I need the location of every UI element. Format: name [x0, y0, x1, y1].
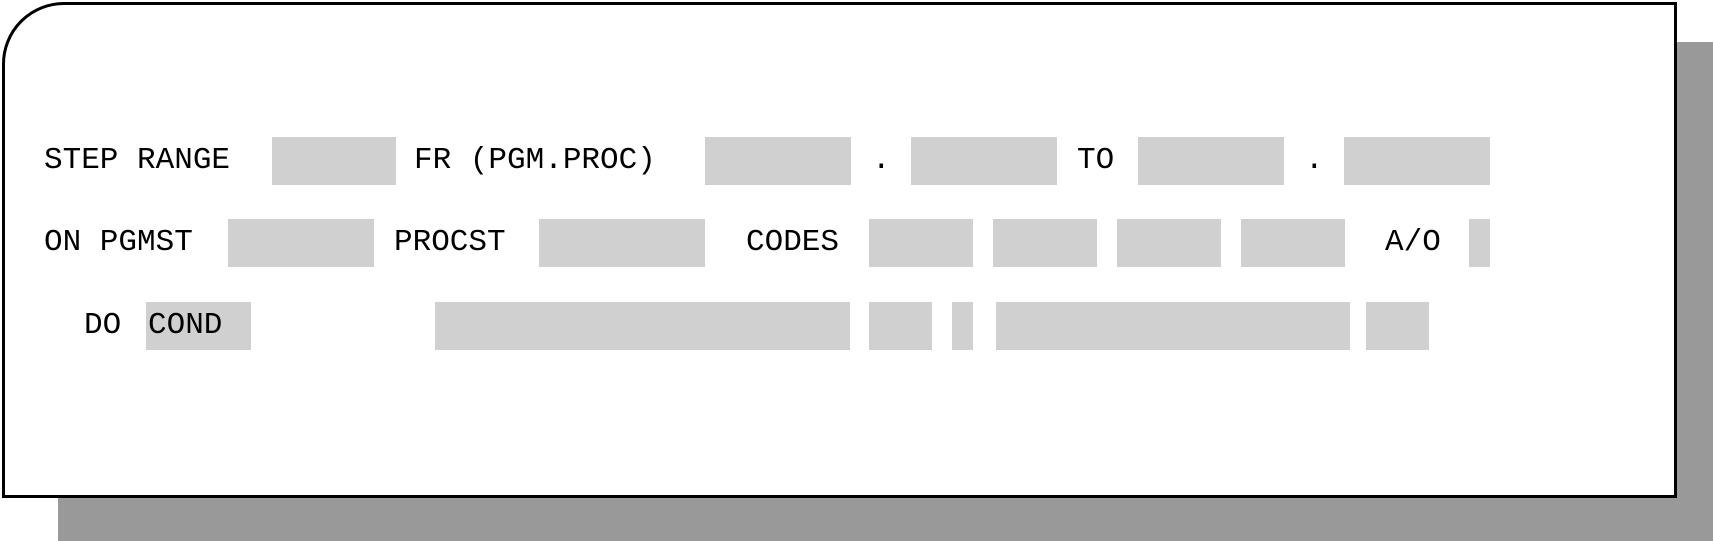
step-range-field[interactable] — [272, 137, 396, 185]
code-field-3[interactable] — [1117, 219, 1221, 267]
to-dot-separator: . — [1305, 143, 1324, 178]
cond-last-field[interactable] — [1366, 302, 1429, 350]
pgmst-field[interactable] — [228, 219, 374, 267]
code-field-2[interactable] — [993, 219, 1097, 267]
codes-label: CODES — [746, 225, 840, 260]
procst-field[interactable] — [539, 219, 705, 267]
on-pgmst-label: ON PGMST — [44, 225, 193, 260]
cond-name-field[interactable] — [435, 302, 850, 350]
and-or-field[interactable] — [1469, 219, 1490, 267]
fr-dot-separator: . — [872, 143, 891, 178]
to-pgm-field[interactable] — [1138, 137, 1284, 185]
cond-date-field[interactable] — [869, 302, 932, 350]
fr-pgm-field[interactable] — [705, 137, 851, 185]
code-field-1[interactable] — [869, 219, 973, 267]
to-label: TO — [1077, 143, 1115, 178]
fr-proc-field[interactable] — [911, 137, 1057, 185]
do-action-field[interactable]: COND — [146, 302, 251, 350]
and-or-label: A/O — [1385, 225, 1441, 260]
step-range-label: STEP RANGE — [44, 143, 231, 178]
code-field-4[interactable] — [1241, 219, 1345, 267]
procst-label: PROCST — [394, 225, 506, 260]
to-proc-field[interactable] — [1344, 137, 1490, 185]
cond-extra-field[interactable] — [996, 302, 1350, 350]
do-label: DO — [84, 308, 122, 343]
cond-sign-field[interactable] — [952, 302, 973, 350]
fr-pgm-proc-label: FR (PGM.PROC) — [414, 143, 656, 178]
